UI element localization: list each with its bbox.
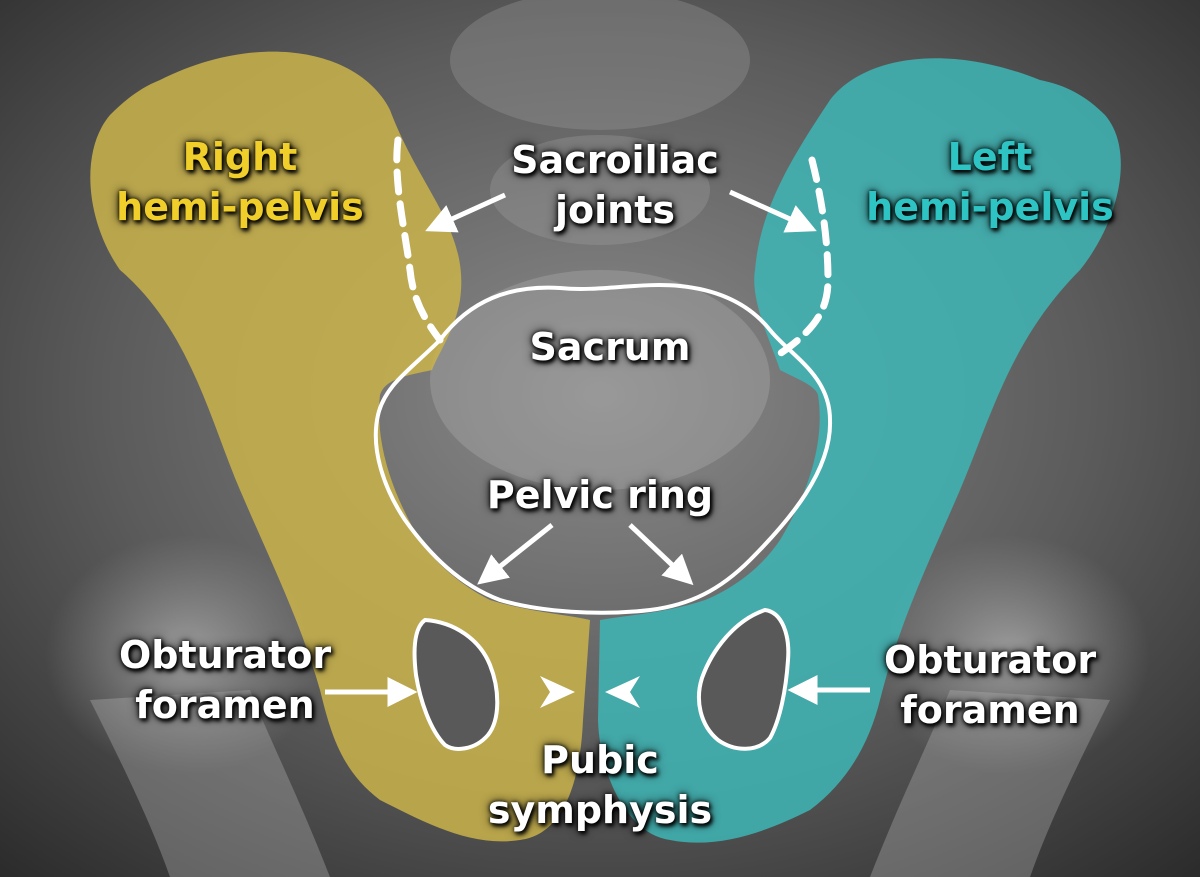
right-femur-shaft <box>90 690 330 877</box>
sacrum-shadow <box>430 270 770 490</box>
right-hemipelvis-label: Right hemi-pelvis <box>116 135 364 229</box>
pubic-symphysis-arrowhead-right <box>540 676 575 708</box>
vertebra-shadow <box>450 0 750 130</box>
obturator-foramen-left-label: Obturator foramen <box>883 638 1097 732</box>
left-femur-shaft <box>870 690 1110 877</box>
pelvic-ring-arrow-right <box>477 523 554 585</box>
sacroiliac-joints-label: Sacroiliac joints <box>511 138 719 232</box>
left-obturator-foramen <box>697 607 791 751</box>
pelvic-ring-arrow-left <box>628 523 694 586</box>
sacroiliac-arrow-left <box>728 189 817 233</box>
pubic-symphysis-label: Pubic symphysis <box>487 738 713 832</box>
vertebra-shadow <box>490 135 710 245</box>
pelvic-ring-outline <box>373 283 833 615</box>
pelvic-ring-label: Pelvic ring <box>486 473 714 517</box>
left-sacroiliac-joint-line <box>774 156 832 359</box>
left-femoral-head <box>870 535 1150 775</box>
obturator-foramen-right-label: Obturator foramen <box>118 633 332 727</box>
right-femoral-head <box>45 535 325 775</box>
left-hemipelvis-label: Left hemi-pelvis <box>866 135 1114 229</box>
right-obturator-foramen <box>412 617 500 751</box>
right-sacroiliac-joint-line <box>393 136 444 344</box>
sacroiliac-arrow-right <box>425 192 507 233</box>
pubic-symphysis-arrowhead-left <box>605 676 640 708</box>
sacrum-label: Sacrum <box>529 325 691 369</box>
